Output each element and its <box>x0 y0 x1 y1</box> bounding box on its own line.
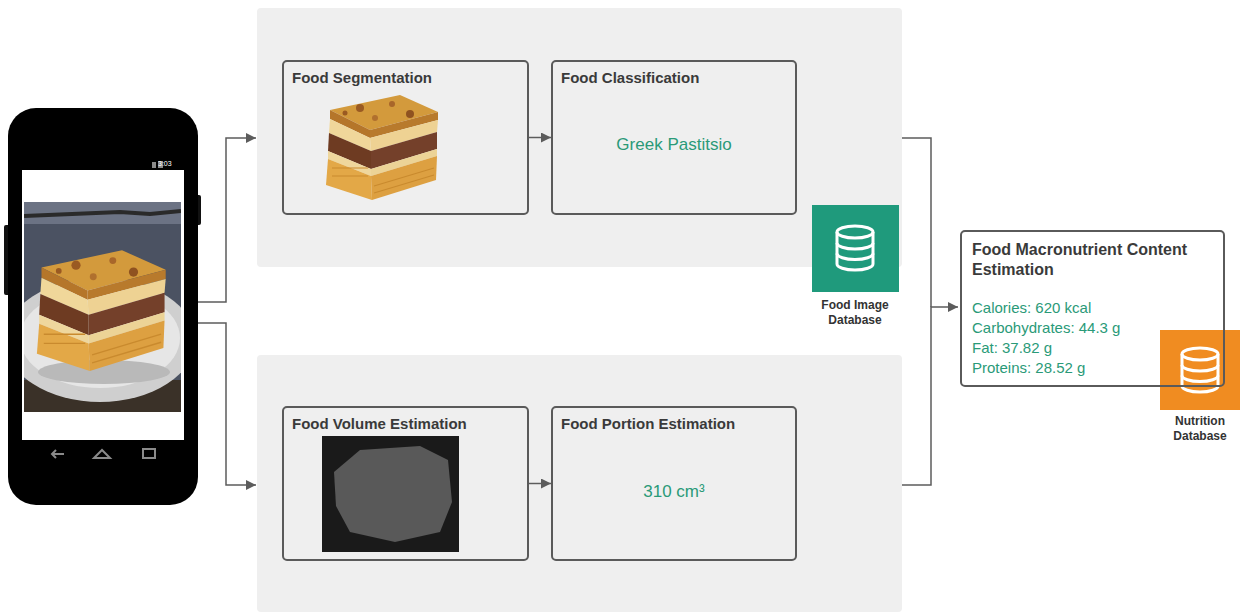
box-title: Food Volume Estimation <box>292 414 519 433</box>
flow-arrow <box>529 137 551 139</box>
top-panel <box>257 8 902 267</box>
box-title: Food Classification <box>561 68 787 87</box>
box-title: Food Macronutrient Content Estimation <box>972 240 1213 280</box>
box-value: 310 cm³ <box>557 481 791 503</box>
box-title: Food Segmentation <box>292 68 519 87</box>
box-value: Fat: 37.82 g <box>972 338 1213 358</box>
status-clock: 3:03 <box>158 160 182 168</box>
food-image-database-icon <box>812 205 899 292</box>
volume-mask-image <box>322 436 459 552</box>
flow-lines <box>197 138 958 485</box>
process-box: Food Segmentation <box>282 60 529 215</box>
box-value: Calories: 620 kcal <box>972 298 1213 318</box>
bottom-panel <box>257 355 902 612</box>
result-box: Food Macronutrient Content EstimationCal… <box>960 230 1225 387</box>
box-value: Greek Pastitsio <box>557 134 791 156</box>
box-title: Food Portion Estimation <box>561 414 787 433</box>
box-value: Carbohydrates: 44.3 g <box>972 318 1213 338</box>
process-box: Food ClassificationGreek Pastitsio <box>551 60 797 215</box>
process-box: Food Portion Estimation 310 cm³ <box>551 406 797 561</box>
database-label: Nutrition Database <box>1162 414 1238 444</box>
nutrition-database-icon <box>1160 330 1240 410</box>
database-label: Food Image Database <box>805 298 905 328</box>
phone-illustration <box>4 108 201 505</box>
process-box: Food Volume Estimation <box>282 406 529 561</box>
segmented-food-image <box>326 95 438 200</box>
flow-arrow <box>529 483 551 485</box>
box-value: Proteins: 28.52 g <box>972 358 1213 378</box>
